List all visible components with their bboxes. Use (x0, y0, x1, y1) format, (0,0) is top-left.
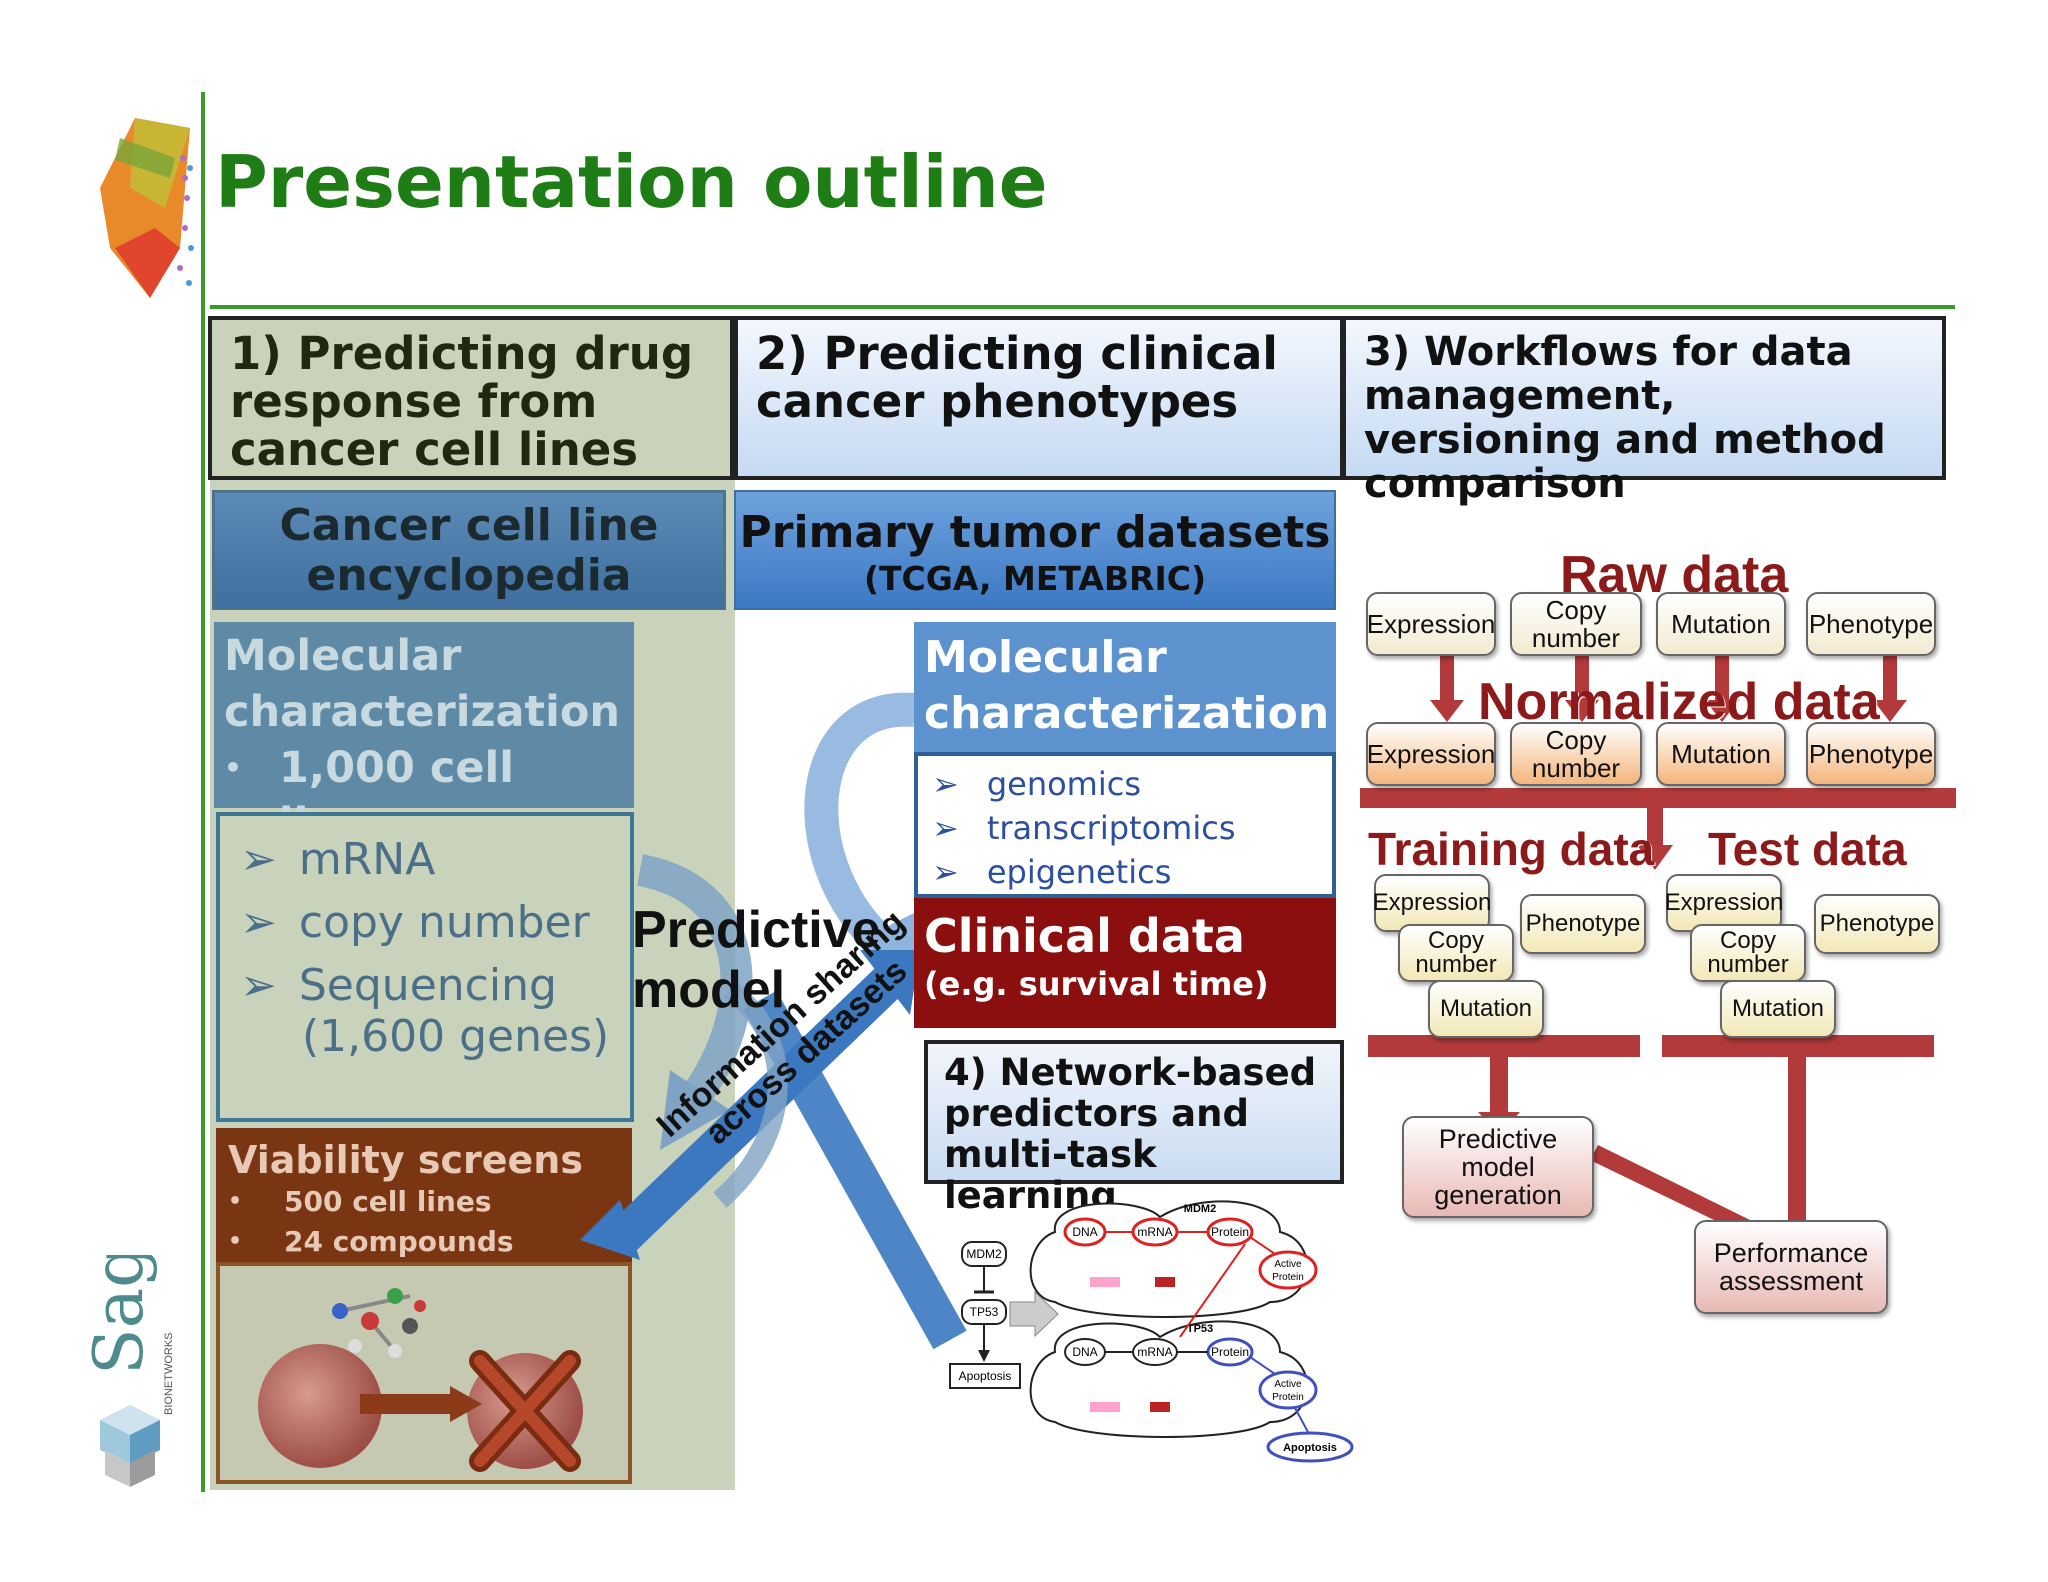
normalized-data-heading: Normalized data (1478, 673, 1880, 731)
raw-mutation-pill: Mutation (1656, 592, 1786, 656)
sage-logo: Sage BIONETWORKS (80, 1204, 200, 1495)
network-text: 4) Network-based predictors and multi-ta… (944, 1051, 1317, 1217)
norm-expression-pill: Expression (1366, 722, 1496, 786)
molecule-icon (332, 1288, 426, 1358)
norm-phenotype-pill: Phenotype (1806, 722, 1936, 786)
omics-genomics: ➢genomics (932, 765, 1141, 803)
section-header-2-text: 2) Predicting clinical cancer phenotypes (756, 327, 1278, 428)
nd-bottom-label: TP53 (1187, 1323, 1213, 1335)
page-title: Presentation outline (215, 140, 1048, 224)
bionetworks-text: BIONETWORKS (163, 1332, 175, 1415)
training-data-heading: Training data (1368, 823, 1655, 875)
ccle-box: Cancer cell line encyclopedia (212, 490, 726, 610)
train-phenotype-pill: Phenotype (1520, 894, 1646, 954)
top-logo-icon (95, 98, 195, 303)
viability-title: Viability screens (228, 1138, 583, 1182)
primary-line2: (TCGA, METABRIC) (863, 559, 1207, 598)
viability-illustration (216, 1262, 632, 1484)
nd-dna-top: DNA (1072, 1225, 1097, 1239)
col1-mol-line2: characterization (224, 687, 620, 737)
arrows-layer (580, 692, 967, 1350)
viability-screens-box: Viability screens •500 cell lines •24 co… (216, 1128, 632, 1262)
vertical-rule (201, 92, 205, 1492)
train-mutation-pill: Mutation (1428, 980, 1544, 1038)
col1-molecular-box: Molecular characterization •1,000 cell l… (214, 622, 634, 849)
nd-top-label: MDM2 (1184, 1203, 1216, 1215)
test-mutation-pill: Mutation (1720, 980, 1836, 1038)
col2-mol-line2: characterization (924, 688, 1330, 739)
test-data-heading: Test data (1708, 823, 1907, 875)
norm-mutation-pill: Mutation (1656, 722, 1786, 786)
predictive-line2: model (632, 961, 786, 1019)
list-item-genes: (1,600 genes) (302, 1011, 610, 1062)
predictive-model-label: Predictive model (632, 900, 881, 1020)
network-diagram: MDM2 TP53 DNA mRNA Protein Active Protei… (949, 1200, 1354, 1463)
ccle-line2: encyclopedia (306, 550, 632, 601)
nd-protein-top: Protein (1211, 1225, 1249, 1239)
raw-phenotype-pill: Phenotype (1806, 592, 1936, 656)
col2-molecular-box: Molecular characterization (914, 622, 1336, 752)
curved-arrow-col1 (636, 854, 753, 1099)
nd-apoptosis-node: Apoptosis (1283, 1442, 1337, 1454)
nd-mdm2: MDM2 (966, 1247, 1002, 1261)
list-item-mrna: ➢mRNA (240, 834, 436, 885)
nd-apoptosis: Apoptosis (959, 1369, 1012, 1383)
nd-active2-top: Protein (1272, 1272, 1304, 1283)
test-phenotype-pill: Phenotype (1814, 894, 1940, 954)
omics-epigenetics: ➢epigenetics (932, 853, 1172, 891)
section-header-1: 1) Predicting drug response from cancer … (208, 316, 734, 480)
raw-expression-pill: Expression (1366, 592, 1496, 656)
list-item-sequencing: ➢Sequencing (240, 960, 557, 1011)
curved-arrow-top (804, 692, 917, 964)
col2-omics-list: ➢genomics ➢transcriptomics ➢epigenetics (914, 752, 1336, 898)
nd-protein-bottom: Protein (1211, 1345, 1249, 1359)
sharing-arrow-down (743, 990, 967, 1350)
predictive-line1: Predictive (632, 901, 881, 959)
nd-active1-top: Active (1274, 1259, 1302, 1270)
list-item-copy-number: ➢copy number (240, 897, 590, 948)
col2-mol-line1: Molecular (924, 632, 1167, 683)
section-header-3-text: 3) Workflows for data management, versio… (1364, 329, 1886, 507)
primary-line1: Primary tumor datasets (739, 507, 1331, 558)
omics-transcriptomics: ➢transcriptomics (932, 809, 1236, 847)
section-header-1-text: 1) Predicting drug response from cancer … (230, 327, 694, 476)
viability-item-cells: •500 cell lines (228, 1185, 492, 1218)
sage-logo-text: Sage (90, 1255, 159, 1375)
viability-item-compounds: •24 compounds (228, 1225, 514, 1258)
ccle-line1: Cancer cell line (279, 500, 659, 551)
workflow-arrows (1360, 650, 1956, 1250)
nd-dna-bottom: DNA (1072, 1345, 1097, 1359)
network-predictors-box: 4) Network-based predictors and multi-ta… (924, 1040, 1344, 1216)
nd-tp53: TP53 (970, 1305, 999, 1319)
test-expression-pill: Expression (1665, 874, 1783, 932)
clinical-title: Clinical data (924, 909, 1245, 963)
clinical-subtitle: (e.g. survival time) (924, 965, 1269, 1003)
col1-mol-line1: Molecular (224, 631, 462, 681)
primary-tumor-box: Primary tumor datasets (TCGA, METABRIC) (734, 490, 1336, 610)
clinical-data-box: Clinical data (e.g. survival time) (914, 898, 1336, 1028)
sharing-arrow-up (606, 966, 904, 1254)
section-header-3: 3) Workflows for data management, versio… (1342, 316, 1946, 506)
nd-active1-bottom: Active (1274, 1379, 1302, 1390)
nd-mrna-bottom: mRNA (1137, 1345, 1172, 1359)
section-header-2: 2) Predicting clinical cancer phenotypes (734, 316, 1344, 480)
nd-active2-bottom: Protein (1272, 1392, 1304, 1403)
nd-mrna-top: mRNA (1137, 1225, 1172, 1239)
col1-data-list: ➢mRNA ➢copy number ➢Sequencing (1,600 ge… (216, 812, 634, 1122)
title-rule (210, 305, 1955, 309)
